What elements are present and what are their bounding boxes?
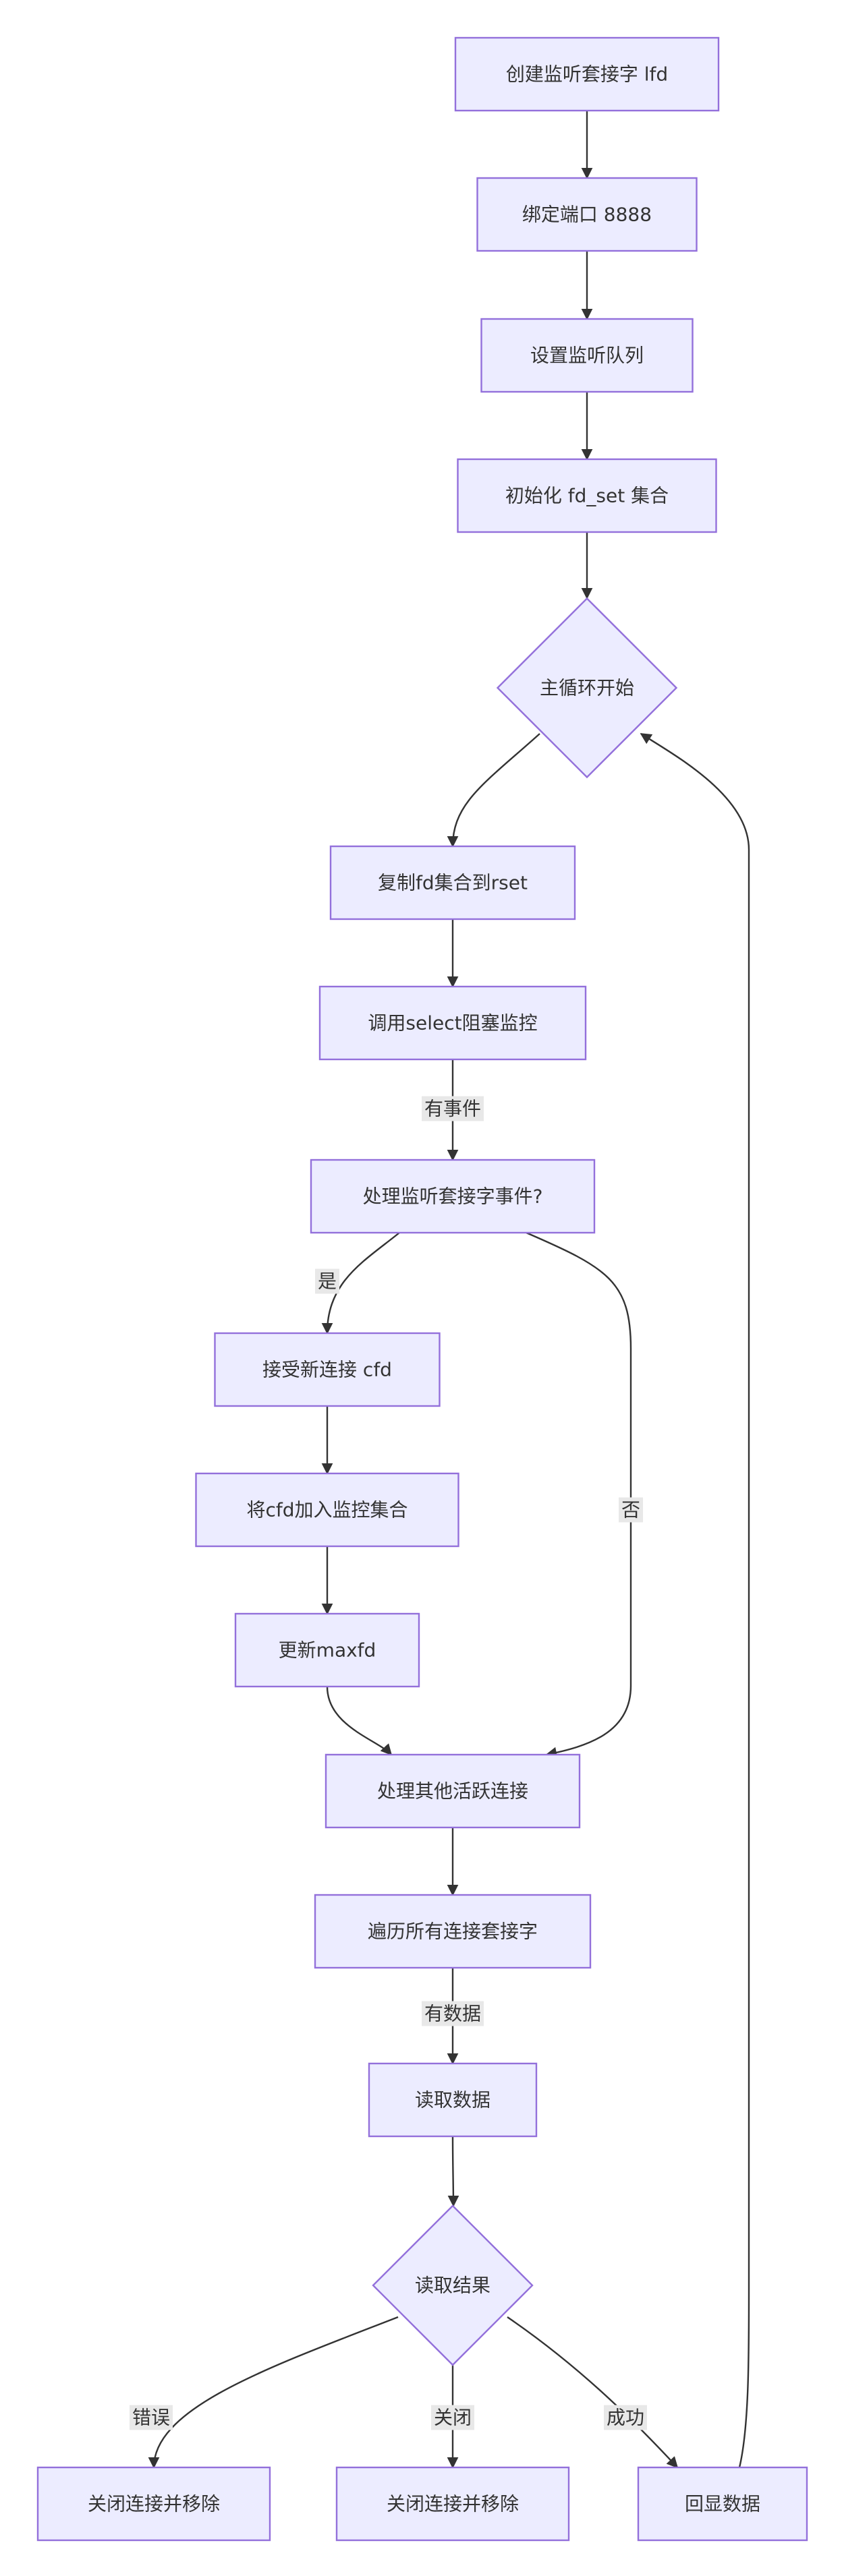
- process-box: [325, 1753, 581, 1829]
- edge-label-result-to-close_err: 错误: [129, 2405, 173, 2430]
- edge-label-text: 是: [318, 1270, 337, 1293]
- decision-diamond: [496, 597, 678, 779]
- process-box: [454, 36, 720, 112]
- node-copy: 复制fd集合到rset: [329, 845, 576, 920]
- process-box: [314, 1894, 592, 1969]
- node-close_err: 关闭连接并移除: [36, 2466, 271, 2542]
- edge-label-text: 错误: [132, 2407, 170, 2429]
- node-maxfd: 更新maxfd: [234, 1612, 420, 1688]
- edge-label-result-to-echo: 成功: [603, 2405, 648, 2430]
- edge-label-background: [421, 2001, 484, 2026]
- edge-label-text: 否: [621, 1499, 640, 1521]
- edge-label-background: [421, 1096, 484, 1121]
- edge-label-background: [314, 1268, 340, 1294]
- node-label: 关闭连接并移除: [88, 2493, 220, 2515]
- process-box: [335, 2466, 570, 2542]
- node-label: 绑定端口 8888: [522, 204, 652, 226]
- edge-label-select-to-handle_listen: 有事件: [421, 1096, 484, 1121]
- process-box: [329, 845, 576, 920]
- node-accept: 接受新连接 cfd: [214, 1332, 441, 1407]
- edge-label-background: [603, 2405, 648, 2430]
- process-box: [457, 458, 717, 533]
- node-close_close: 关闭连接并移除: [335, 2466, 570, 2542]
- process-box: [214, 1332, 441, 1407]
- node-others: 处理其他活跃连接: [325, 1753, 581, 1829]
- node-label: 处理监听套接字事件?: [363, 1185, 543, 1208]
- node-add: 将cfd加入监控集合: [195, 1472, 459, 1548]
- node-init: 初始化 fd_set 集合: [457, 458, 717, 533]
- node-label: 读取数据: [415, 2089, 490, 2111]
- edge-handle_listen-to-others: [526, 1231, 632, 1759]
- node-label: 初始化 fd_set 集合: [505, 485, 669, 507]
- process-box: [234, 1612, 420, 1688]
- process-box: [476, 177, 698, 252]
- process-box: [318, 985, 587, 1061]
- node-bind: 绑定端口 8888: [476, 177, 698, 252]
- node-label: 关闭连接并移除: [387, 2493, 519, 2515]
- node-loop: 主循环开始: [496, 597, 678, 779]
- node-select: 调用select阻塞监控: [318, 985, 587, 1061]
- node-label: 回显数据: [685, 2493, 760, 2515]
- edge-label-text: 有事件: [424, 1098, 481, 1120]
- edge-label-text: 关闭: [434, 2407, 472, 2429]
- edge-handle_listen-to-accept: [321, 1232, 400, 1335]
- edge-label-result-to-close_close: 关闭: [430, 2405, 475, 2430]
- process-box: [637, 2466, 808, 2542]
- edge-echo-to-loop: [640, 732, 750, 2468]
- node-iterate: 遍历所有连接套接字: [314, 1894, 592, 1969]
- edge-label-background: [129, 2405, 173, 2430]
- edge-result-to-echo: [507, 2316, 679, 2469]
- process-box: [310, 1159, 596, 1234]
- node-label: 调用select阻塞监控: [368, 1012, 537, 1034]
- process-box: [480, 318, 694, 393]
- edge-label-background: [618, 1497, 644, 1523]
- process-box: [36, 2466, 271, 2542]
- edge-label-text: 有数据: [424, 2003, 481, 2025]
- edge-label-handle_listen-to-others: 否: [618, 1497, 644, 1523]
- edge-result-to-close_err: [148, 2316, 399, 2469]
- node-label: 遍历所有连接套接字: [368, 1921, 538, 1943]
- node-label: 复制fd集合到rset: [378, 872, 528, 894]
- node-handle_listen: 处理监听套接字事件?: [310, 1159, 596, 1234]
- edge-label-iterate-to-read: 有数据: [421, 2001, 484, 2026]
- node-label: 主循环开始: [540, 677, 634, 699]
- process-box: [368, 2062, 538, 2138]
- decision-diamond: [372, 2204, 534, 2366]
- node-label: 设置监听队列: [530, 345, 644, 367]
- node-label: 读取结果: [415, 2275, 490, 2297]
- node-label: 将cfd加入监控集合: [246, 1499, 408, 1521]
- node-label: 创建监听套接字 lfd: [506, 63, 668, 86]
- node-read: 读取数据: [368, 2062, 538, 2138]
- node-create: 创建监听套接字 lfd: [454, 36, 720, 112]
- node-label: 接受新连接 cfd: [262, 1359, 392, 1381]
- process-box: [195, 1472, 459, 1548]
- edge-maxfd-to-others: [326, 1686, 393, 1756]
- node-listen: 设置监听队列: [480, 318, 694, 393]
- edge-label-background: [430, 2405, 475, 2430]
- node-label: 更新maxfd: [279, 1639, 376, 1662]
- node-result: 读取结果: [372, 2204, 534, 2366]
- node-label: 处理其他活跃连接: [377, 1780, 528, 1803]
- node-echo: 回显数据: [637, 2466, 808, 2542]
- edge-label-handle_listen-to-accept: 是: [314, 1268, 340, 1294]
- edge-label-text: 成功: [607, 2407, 644, 2429]
- edge-loop-to-copy: [447, 733, 540, 848]
